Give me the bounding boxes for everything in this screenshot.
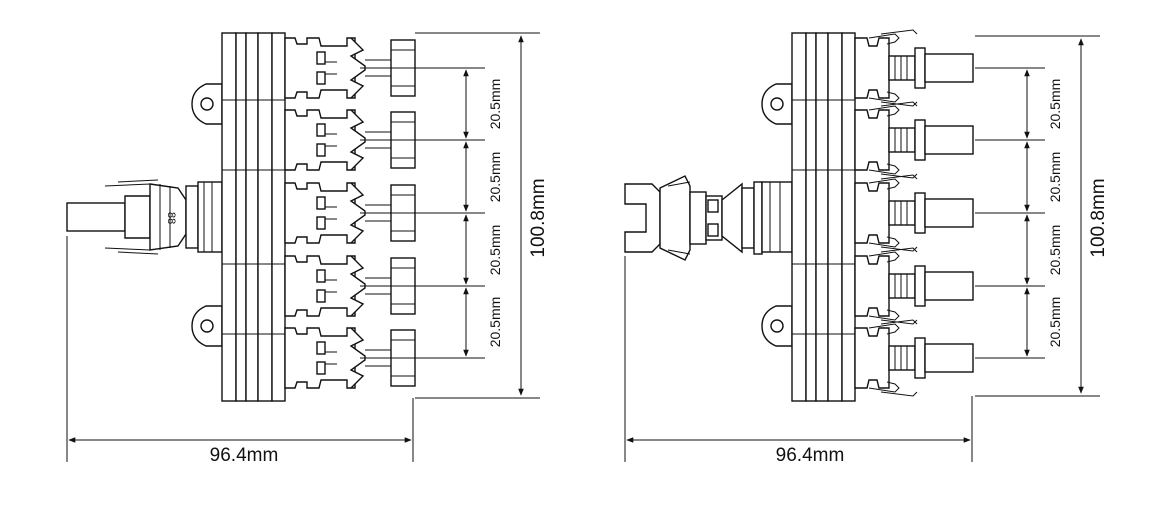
left-height-label: 100.8mm bbox=[528, 178, 549, 257]
left-width-label: 96.4mm bbox=[210, 445, 279, 466]
right-mounting-ear-top bbox=[761, 83, 793, 125]
right-height-label: 100.8mm bbox=[1088, 178, 1109, 257]
left-input-stem: 88 bbox=[66, 179, 223, 255]
right-pitch-label-2: 20.5mm bbox=[1047, 152, 1063, 203]
right-output-plug bbox=[854, 29, 974, 107]
left-pitch-label-2: 20.5mm bbox=[487, 152, 503, 203]
right-output-plug bbox=[854, 174, 974, 252]
stem-marking: 88 bbox=[165, 212, 177, 224]
left-pitch-label-3: 20.5mm bbox=[487, 225, 503, 276]
left-connector-drawing: 88 bbox=[66, 32, 549, 466]
right-output-plug bbox=[854, 319, 974, 397]
right-input-stem bbox=[624, 175, 793, 261]
right-output-plug bbox=[854, 101, 974, 179]
right-pitch-label-4: 20.5mm bbox=[1047, 297, 1063, 348]
left-pitch-label-4: 20.5mm bbox=[487, 297, 503, 348]
right-main-body bbox=[791, 32, 856, 402]
right-pitch-label-3: 20.5mm bbox=[1047, 225, 1063, 276]
left-mounting-ear-bottom bbox=[191, 305, 223, 347]
right-mounting-ear-bottom bbox=[761, 305, 793, 347]
left-mounting-ear-top bbox=[191, 83, 223, 125]
left-pitch-label-1: 20.5mm bbox=[487, 79, 503, 130]
right-output-plug bbox=[854, 247, 974, 325]
right-pitch-label-1: 20.5mm bbox=[1047, 79, 1063, 130]
right-width-label: 96.4mm bbox=[776, 445, 845, 466]
right-connector-drawing: 100.8mm 20.5mm 20.5mm 20.5mm 20.5mm 96.4… bbox=[624, 29, 1109, 466]
left-main-body bbox=[221, 32, 286, 402]
